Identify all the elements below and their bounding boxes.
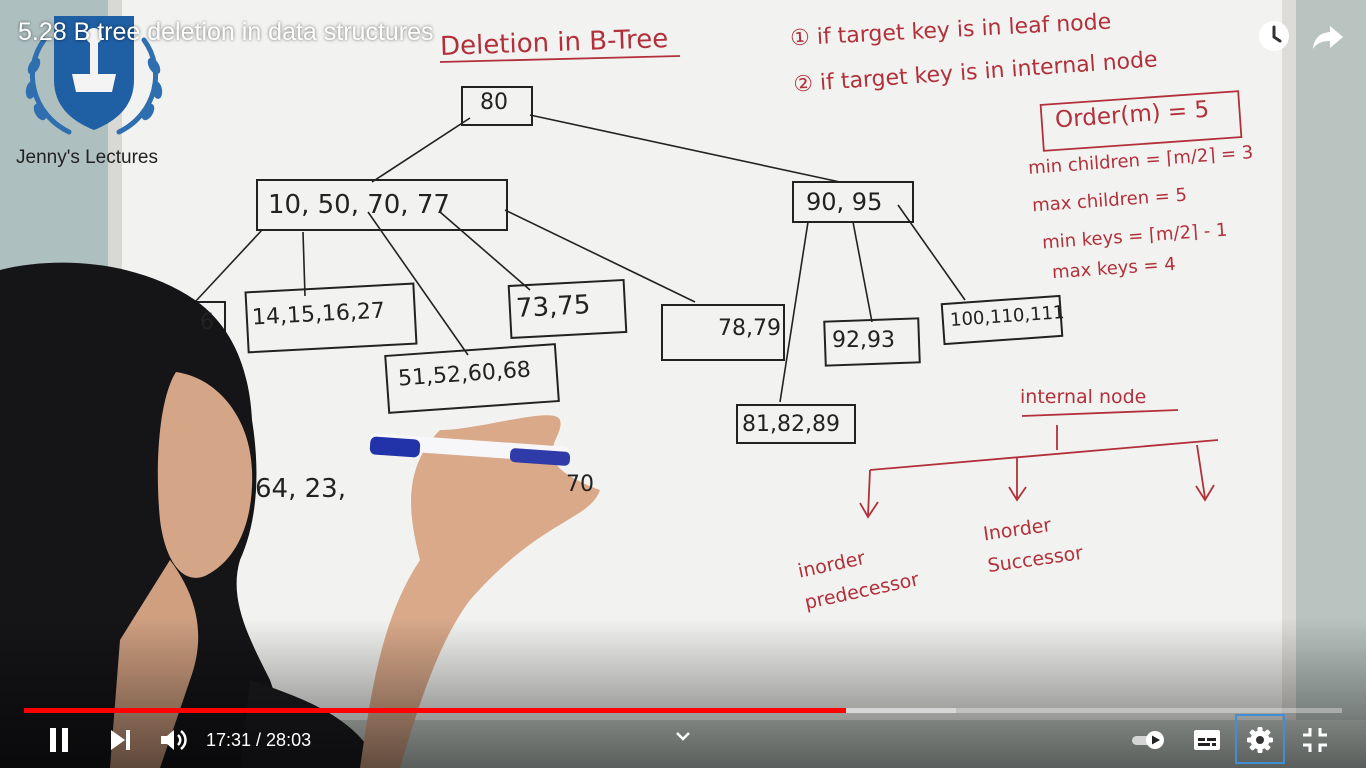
tree-leaf: 6	[200, 310, 214, 335]
written-sequence-tail: 70	[566, 472, 594, 497]
settings-focus-ring	[1235, 714, 1285, 764]
settings-button[interactable]	[1242, 722, 1278, 758]
subtitles-icon	[1194, 730, 1220, 750]
tree-leaf: 81,82,89	[742, 412, 840, 437]
video-title[interactable]: 5.28 B tree deletion in data structures	[18, 18, 434, 46]
next-icon	[111, 730, 130, 750]
channel-name: Jenny's Lectures	[16, 147, 158, 168]
exit-fullscreen-button[interactable]	[1297, 722, 1333, 758]
watch-later-icon[interactable]	[1256, 18, 1292, 54]
volume-button[interactable]	[155, 722, 191, 758]
time-display: 17:31 / 28:03	[206, 730, 312, 750]
share-icon[interactable]	[1310, 18, 1346, 54]
chevron-down-icon[interactable]	[665, 718, 701, 754]
pause-button[interactable]	[41, 722, 77, 758]
tree-leaf: 92,93	[832, 328, 895, 353]
next-button[interactable]	[102, 722, 138, 758]
volume-icon	[161, 730, 187, 750]
settings-icon	[1247, 727, 1273, 753]
internal-node-label: internal node	[1020, 386, 1147, 408]
tree-root: 80	[480, 90, 508, 115]
written-sequence: 64, 23,	[255, 474, 346, 504]
pause-icon	[50, 728, 68, 752]
autoplay-toggle-icon	[1132, 731, 1164, 749]
tree-leaf: 78,79	[718, 316, 781, 341]
exit-fullscreen-icon	[1303, 728, 1327, 752]
tree-left-internal: 10, 50, 70, 77	[268, 190, 450, 220]
autoplay-toggle[interactable]	[1128, 722, 1168, 758]
channel-logo[interactable]	[14, 10, 174, 142]
tree-leaf: 73,75	[515, 290, 592, 324]
seek-bar[interactable]	[24, 708, 1342, 713]
subtitles-button[interactable]	[1189, 722, 1225, 758]
seek-bar-played	[24, 708, 847, 713]
tree-right-internal: 90, 95	[806, 188, 883, 216]
